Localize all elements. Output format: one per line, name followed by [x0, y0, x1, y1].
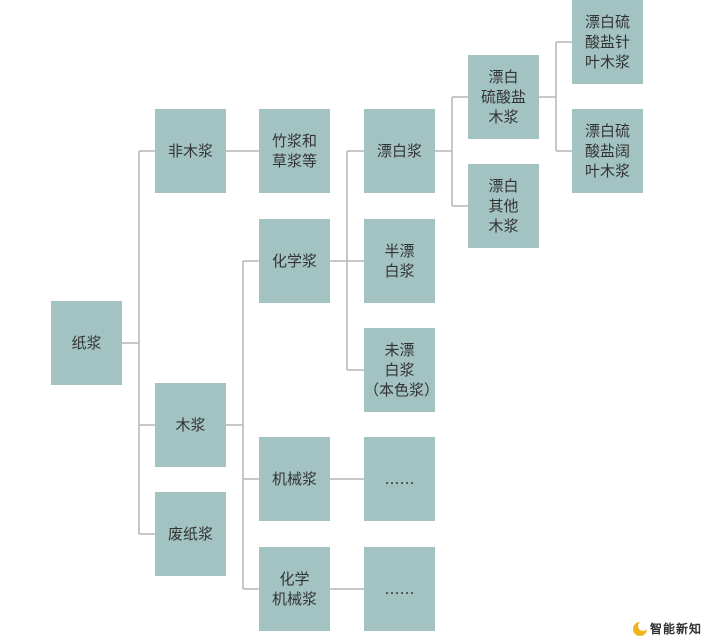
- node-unbleached-pulp: 未漂 白浆 （本色浆）: [364, 328, 439, 412]
- node-mechanical-pulp: 机械浆: [259, 437, 330, 521]
- node-bamboo-straw-pulp: 竹浆和 草浆等: [259, 109, 330, 193]
- node-bleached-pulp: 漂白浆: [364, 109, 435, 193]
- node-pulp: 纸浆: [51, 301, 122, 385]
- brand-mark-icon: [632, 620, 648, 636]
- node-bleached-sulfate-hardwood-pulp: 漂白硫 酸盐阔 叶木浆: [572, 109, 643, 193]
- node-chemi-mechanical-pulp: 化学 机械浆: [259, 547, 330, 631]
- node-bleached-other-wood-pulp: 漂白 其他 木浆: [468, 164, 539, 248]
- node-waste-paper-pulp: 废纸浆: [155, 492, 226, 576]
- node-bleached-sulfate-softwood-pulp: 漂白硫 酸盐针 叶木浆: [572, 0, 643, 84]
- brand-logo-text: 智能新知: [649, 622, 702, 636]
- node-semi-bleached-pulp: 半漂 白浆: [364, 219, 435, 303]
- node-bleached-sulfate-wood-pulp: 漂白 硫酸盐 木浆: [468, 55, 539, 139]
- brand-logo: 智能新知: [632, 620, 702, 637]
- node-non-wood-pulp: 非木浆: [155, 109, 226, 193]
- node-chemi-mechanical-more: ……: [364, 547, 435, 631]
- node-mechanical-more: ……: [364, 437, 435, 521]
- node-wood-pulp: 木浆: [155, 383, 226, 467]
- node-chemical-pulp: 化学浆: [259, 219, 330, 303]
